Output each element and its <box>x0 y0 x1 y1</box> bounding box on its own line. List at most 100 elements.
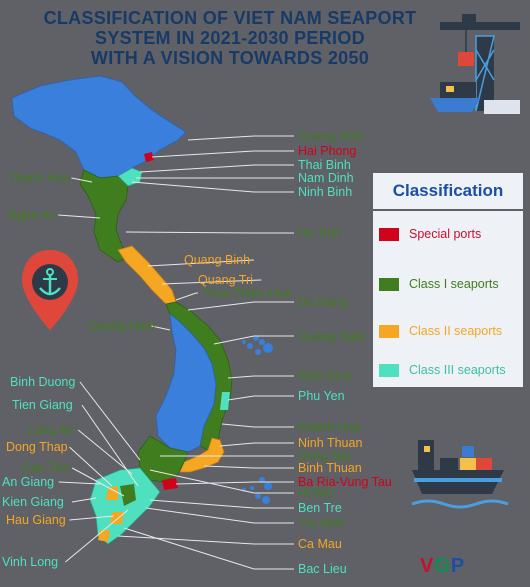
province-label-quang-ninh: Quang Ninh <box>298 129 365 143</box>
leader-line <box>71 467 125 497</box>
map-mekong-class1 <box>120 484 136 506</box>
province-label-quang-binh: Quang Binh <box>184 253 250 267</box>
province-label-phu-yen: Phu Yen <box>298 389 345 403</box>
map-red-river-delta <box>117 167 143 187</box>
province-label-hai-phong: Hai Phong <box>298 144 356 158</box>
legend-item-class3: Class III seaports <box>379 363 506 377</box>
leader-line <box>151 150 294 158</box>
leader-line <box>139 164 294 173</box>
leader-line <box>175 292 198 301</box>
legend-swatch-class2 <box>379 324 399 338</box>
province-label-kien-giang: Kien Giang <box>2 495 64 509</box>
leader-line <box>77 429 133 475</box>
title-line-1: CLASSIFICATION OF VIET NAM SEAPORT <box>43 8 417 28</box>
legend-label-class3: Class III seaports <box>409 363 506 377</box>
spratly-islands <box>242 477 272 504</box>
legend-label-class1: Class I seaports <box>409 277 499 291</box>
province-label-ca-mau: Ca Mau <box>298 537 342 551</box>
leader-line <box>219 442 294 447</box>
leader-line <box>71 497 97 503</box>
leader-line <box>125 231 294 234</box>
leader-line <box>221 423 294 428</box>
map-north-region <box>11 75 187 179</box>
province-label-dong-thap: Dong Thap <box>6 440 68 454</box>
legend-label-special: Special ports <box>409 227 482 241</box>
province-label-long-an: Long An <box>28 423 74 437</box>
leader-line <box>81 404 139 487</box>
province-label-thai-binh: Thai Binh <box>298 158 351 172</box>
legend-item-special: Special ports <box>379 227 481 241</box>
leader-line <box>69 446 113 487</box>
leader-line <box>161 279 262 285</box>
legend-swatch-class3 <box>379 363 399 377</box>
province-label-quang-ngai: Quang Ngai <box>298 329 365 343</box>
legend-item-class2: Class II seaports <box>379 324 502 338</box>
leader-line <box>58 214 101 219</box>
province-label-ninh-thuan: Ninh Thuan <box>298 436 362 450</box>
paracel-islands <box>242 335 273 355</box>
province-label-bac-lieu: Bac Lieu <box>298 562 347 576</box>
leader-line <box>69 515 115 521</box>
leader-lines <box>58 135 294 570</box>
leader-line <box>203 465 294 469</box>
province-label-quang-nam: Quang Nam <box>88 319 155 333</box>
province-label-hau-giang: Hau Giang <box>6 513 66 527</box>
title-line-3: WITH A VISION TOWARDS 2050 <box>90 48 370 68</box>
leader-line <box>187 301 294 311</box>
leader-line <box>149 469 294 494</box>
province-label-binh-duong: Binh Duong <box>10 375 75 389</box>
leader-line <box>58 481 101 485</box>
leader-line <box>149 499 294 509</box>
province-label-thanh-hoa: Thanh Hoa <box>8 171 70 185</box>
province-label-thua-thien-hue: Thua Thien-Hue <box>202 286 292 300</box>
logo-v: V <box>420 555 435 577</box>
map-phu-yen <box>220 392 230 410</box>
province-label-vinh-long: Vinh Long <box>2 555 58 569</box>
logo-p: P <box>450 555 466 577</box>
province-label-tra-vinh: Tra Vinh <box>298 516 345 530</box>
map-quang-binh-tri <box>117 245 177 305</box>
province-label-hcmc: HCMC <box>298 486 336 500</box>
leader-line <box>147 259 255 267</box>
province-label-khanh-hoa: Khanh Hoa <box>298 420 361 434</box>
legend-swatch-special <box>379 227 399 241</box>
legend-item-class1: Class I seaports <box>379 277 499 291</box>
map-hai-phong <box>144 152 154 162</box>
province-label-binh-thuan: Binh Thuan <box>298 461 362 475</box>
map-ninh-binh-thuan <box>179 437 225 473</box>
province-label-dong-nai: Dong Nai <box>298 449 350 463</box>
title-line-2: SYSTEM IN 2021-2030 PERIOD <box>95 28 365 48</box>
province-label-nam-dinh: Nam Dinh <box>298 171 354 185</box>
map-ba-ria-vung-tau <box>162 478 178 490</box>
province-label-da-nang: Da Nang <box>298 295 347 309</box>
leader-line <box>117 535 294 545</box>
anchor-pin-icon <box>22 250 78 330</box>
province-label-ha-tinh: Ha Tinh <box>298 226 341 240</box>
leader-line <box>151 325 171 331</box>
legend-label-class2: Class II seaports <box>409 324 503 338</box>
crane-ship-icon <box>430 14 520 114</box>
province-label-binh-dinh: Binh Dinh <box>298 369 352 383</box>
leader-line <box>131 181 294 193</box>
leader-line <box>71 177 93 183</box>
leader-line <box>227 375 294 379</box>
map-mekong-class2a <box>106 486 118 500</box>
legend-swatch-class1 <box>379 277 399 291</box>
leader-line <box>123 527 294 570</box>
vgp-logo: VGP <box>420 555 465 578</box>
legend-heading: Classification <box>373 173 523 211</box>
leader-line <box>213 335 294 345</box>
province-label-can-tho: Can Tho <box>22 461 70 475</box>
logo-g: G <box>434 555 451 577</box>
leader-line <box>227 395 294 401</box>
legend: Classification Special ports Class I sea… <box>373 173 523 387</box>
map-mekong-class2c <box>98 530 110 542</box>
map-north-central-coast <box>79 169 131 263</box>
leader-line <box>79 381 141 461</box>
map-central-highlands <box>155 313 217 453</box>
leader-line <box>187 135 294 141</box>
province-label-tien-giang: Tien Giang <box>12 398 73 412</box>
province-label-ba-ria-vung-tau: Ba Ria-Vung Tau <box>298 475 392 489</box>
